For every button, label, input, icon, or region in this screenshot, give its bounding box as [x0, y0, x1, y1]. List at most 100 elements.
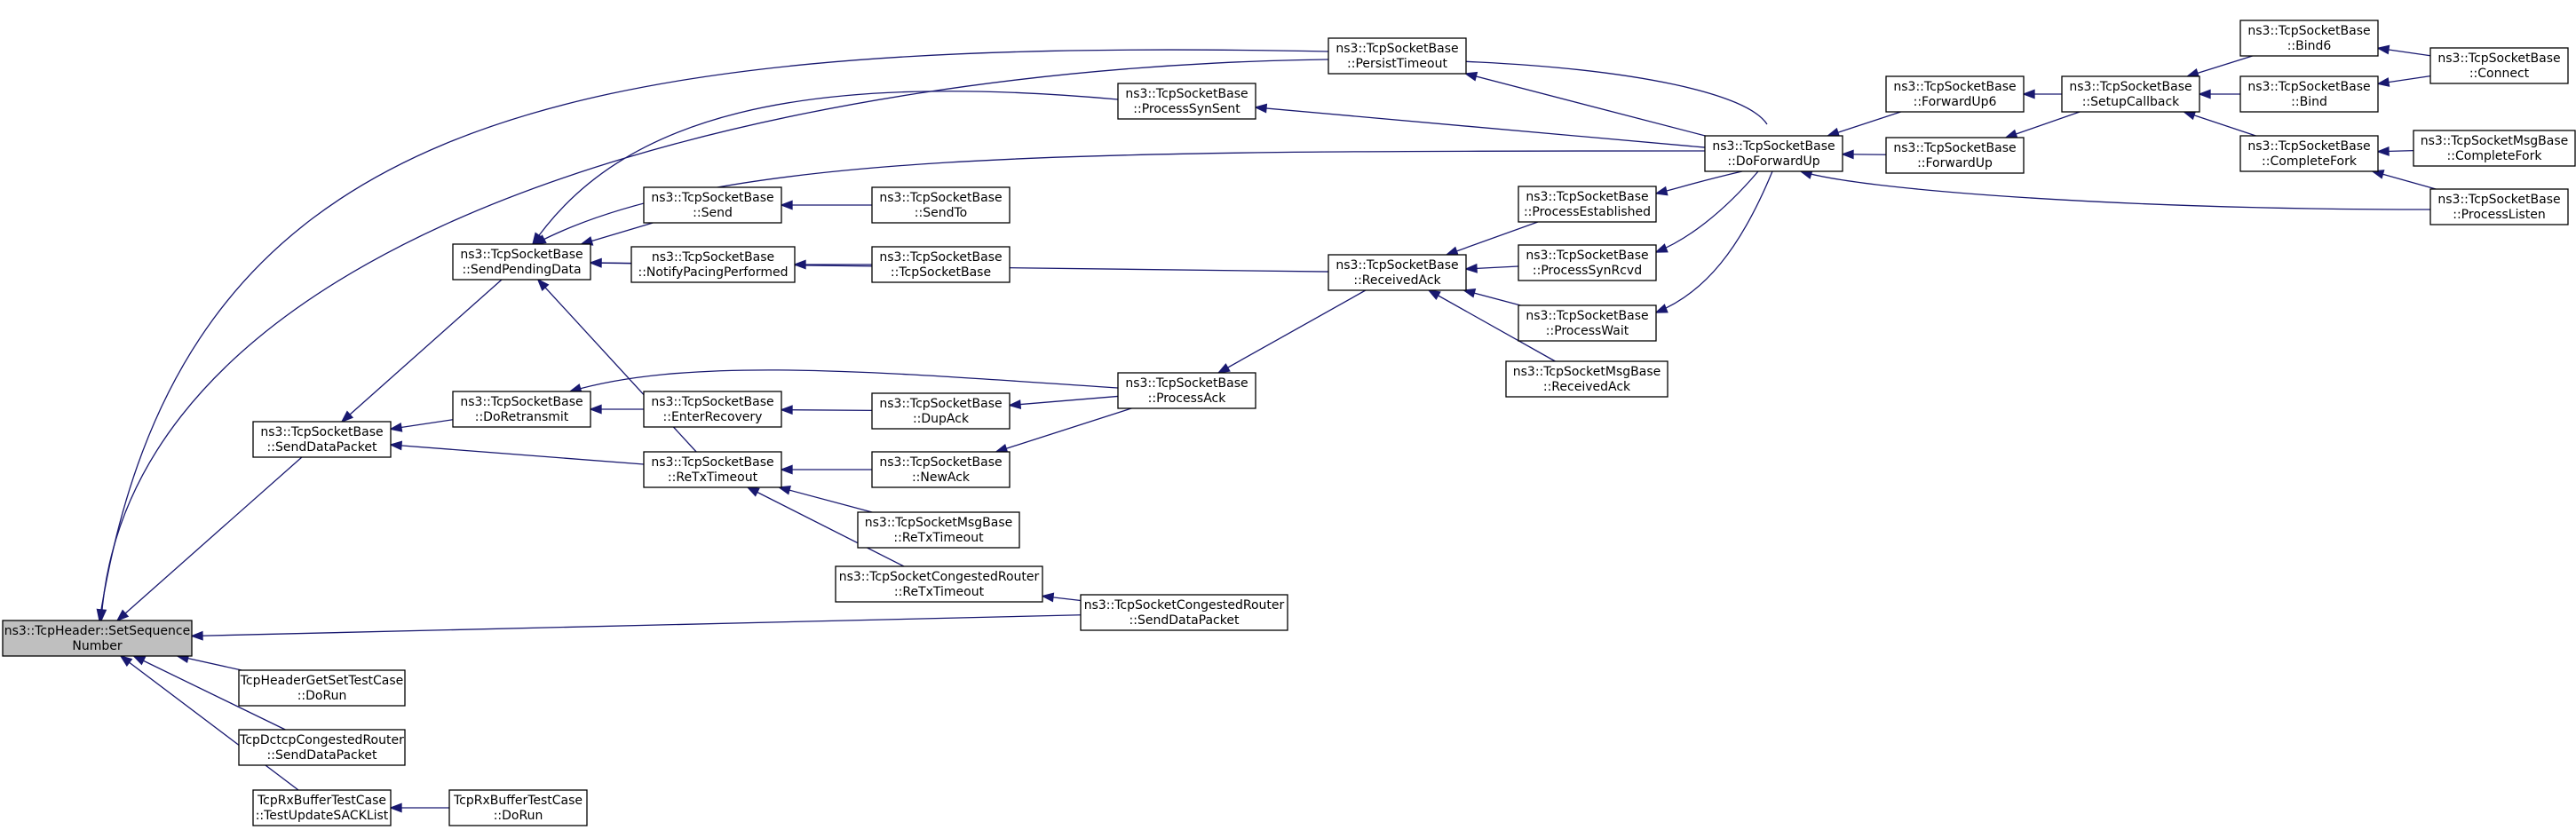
edge-arrowhead — [389, 802, 402, 813]
edge-arrowhead — [589, 404, 602, 415]
edge-line — [1800, 170, 2431, 210]
function-node[interactable]: ns3::TcpSocketBase::CompleteFork — [2239, 135, 2379, 172]
node-label-line2: ::ProcessSynRcvd — [1533, 264, 1642, 278]
call-edge — [579, 222, 654, 246]
node-label-line1: TcpDctcpCongestedRouter — [239, 733, 404, 747]
function-node[interactable]: ns3::TcpSocketBase::ReTxTimeout — [643, 451, 782, 488]
node-box — [238, 669, 406, 707]
call-edge — [568, 369, 1119, 393]
edge-arrowhead — [2376, 146, 2390, 156]
function-node[interactable]: ns3::TcpSocketBase::EnterRecovery — [643, 391, 782, 428]
node-box — [1518, 186, 1657, 223]
edge-arrowhead — [777, 486, 791, 495]
edge-line — [532, 91, 1119, 245]
call-edge — [1427, 289, 1556, 362]
node-label-line2: ::Send — [693, 206, 733, 220]
function-node[interactable]: ns3::TcpSocketBase::Bind6 — [2239, 20, 2379, 57]
function-node[interactable]: ns3::TcpSocketBase::ProcessWait — [1518, 304, 1657, 342]
function-node[interactable]: ns3::TcpSocketMsgBase::ReTxTimeout — [857, 511, 1020, 549]
node-label-line1: ns3::TcpSocketBase — [2247, 24, 2370, 38]
call-edge — [1799, 170, 2431, 210]
edge-line — [1217, 289, 1367, 374]
call-edge — [1462, 289, 1521, 306]
function-node[interactable]: TcpRxBufferTestCase::DoRun — [448, 789, 588, 826]
call-edge — [389, 440, 645, 465]
node-box — [1885, 137, 2025, 174]
edge-arrowhead — [1826, 127, 1841, 138]
call-edge — [2376, 75, 2431, 87]
node-box — [871, 186, 1011, 224]
edge-line — [390, 444, 645, 465]
function-node[interactable]: ns3::TcpSocketBase::ProcessEstablished — [1518, 186, 1657, 223]
function-node[interactable]: ns3::TcpSocketBase::SendPendingData — [452, 243, 591, 281]
edge-arrowhead — [1008, 399, 1022, 409]
function-node[interactable]: ns3::TcpSocketBase::Bind — [2239, 75, 2379, 113]
function-node[interactable]: ns3::TcpSocketBase::PersistTimeout — [1328, 37, 1467, 75]
function-node[interactable]: ns3::TcpSocketBase::SendDataPacket — [252, 421, 392, 458]
function-node[interactable]: TcpHeaderGetSetTestCase::DoRun — [238, 669, 406, 707]
function-node[interactable]: ns3::TcpSocketBase::SetupCallback — [2061, 75, 2200, 113]
node-label-line2: ::NewAck — [912, 470, 971, 485]
function-node[interactable]: ns3::TcpSocketBase::ProcessAck — [1117, 372, 1256, 409]
function-node[interactable]: ns3::TcpSocketBase::ProcessSynSent — [1117, 83, 1256, 120]
function-node[interactable]: ns3::TcpSocketBase::DoForwardUp — [1704, 135, 1843, 172]
edge-line — [534, 150, 1706, 245]
function-node[interactable]: ns3::TcpSocketBase::ProcessListen — [2429, 188, 2569, 225]
call-edge — [1654, 170, 1759, 253]
function-node[interactable]: ns3::TcpSocketBase::SendTo — [871, 186, 1011, 224]
node-label-line2: ::ForwardUp6 — [1914, 95, 1997, 109]
node-label-line2: ::SetupCallback — [2082, 95, 2180, 109]
edge-line — [1655, 170, 1743, 194]
function-node[interactable]: ns3::TcpSocketBase::NewAck — [871, 451, 1011, 488]
node-box — [452, 391, 591, 428]
edge-arrowhead — [746, 486, 760, 497]
node-label-line1: ns3::TcpSocketBase — [260, 425, 383, 439]
call-edge — [131, 655, 286, 731]
edge-arrowhead — [1464, 263, 1478, 273]
node-box — [643, 451, 782, 488]
node-box — [643, 186, 782, 224]
node-label-line1: ns3::TcpSocketBase — [879, 191, 1002, 205]
function-node[interactable]: ns3::TcpSocketBase::NotifyPacingPerforme… — [630, 246, 796, 283]
function-node[interactable]: TcpRxBufferTestCase::TestUpdateSACKList — [252, 789, 392, 826]
call-edge — [96, 49, 1329, 622]
function-node[interactable]: ns3::TcpSocketBase::TcpSocketBase — [871, 246, 1011, 283]
edge-line — [2187, 55, 2253, 77]
function-node[interactable]: ns3::TcpSocketBase::Connect — [2429, 47, 2569, 84]
node-box — [2, 620, 193, 657]
node-box — [857, 511, 1020, 549]
node-label-line1: ns3::TcpSocketBase — [2247, 139, 2370, 154]
function-node[interactable]: ns3::TcpSocketBase::DupAck — [871, 392, 1011, 430]
function-node[interactable]: ns3::TcpSocketBase::ForwardUp6 — [1885, 75, 2025, 113]
node-label-line1: ns3::TcpSocketBase — [651, 395, 773, 409]
function-node[interactable]: ns3::TcpSocketBase::ProcessSynRcvd — [1518, 244, 1657, 281]
node-label-line1: ns3::TcpSocketBase — [1125, 87, 1248, 101]
function-node[interactable]: ns3::TcpSocketBase::ReceivedAck — [1328, 254, 1467, 291]
function-node[interactable]: ns3::TcpSocketCongestedRouter::SendDataP… — [1080, 594, 1288, 631]
node-label-line1: ns3::TcpSocketMsgBase — [865, 516, 1012, 530]
edge-line — [116, 456, 303, 621]
edge-arrowhead — [1217, 363, 1231, 374]
node-label-line2: ::EnterRecovery — [663, 410, 763, 424]
node-label-line1: ns3::TcpSocketBase — [1336, 258, 1458, 273]
function-node[interactable]: ns3::TcpSocketCongestedRouter::ReTxTimeo… — [835, 565, 1043, 603]
function-node[interactable]: ns3::TcpSocketBase::Send — [643, 186, 782, 224]
edge-arrowhead — [536, 278, 550, 291]
node-label-line1: ns3::TcpSocketBase — [2437, 51, 2560, 66]
node-label-line1: ns3::TcpSocketCongestedRouter — [839, 570, 1040, 584]
node-label-line2: ::DoRetransmit — [475, 410, 569, 424]
node-box — [1518, 244, 1657, 281]
function-node[interactable]: TcpDctcpCongestedRouter::SendDataPacket — [238, 729, 406, 766]
node-label-line2: ::CompleteFork — [2262, 154, 2358, 169]
edge-arrowhead — [1254, 103, 1268, 114]
node-label-line1: ns3::TcpSocketBase — [651, 191, 773, 205]
function-node[interactable]: ns3::TcpSocketMsgBase::ReceivedAck — [1505, 360, 1668, 398]
function-node[interactable]: ns3::TcpSocketBase::ForwardUp — [1885, 137, 2025, 174]
node-label-line2: Number — [72, 639, 122, 653]
function-node[interactable]: ns3::TcpSocketBase::DoRetransmit — [452, 391, 591, 428]
node-box — [2429, 188, 2569, 225]
node-label-line2: ::SendTo — [915, 206, 967, 220]
edge-arrowhead — [1445, 246, 1459, 256]
node-label-line1: TcpRxBufferTestCase — [453, 794, 583, 808]
function-node[interactable]: ns3::TcpSocketMsgBase::CompleteFork — [2413, 130, 2576, 167]
